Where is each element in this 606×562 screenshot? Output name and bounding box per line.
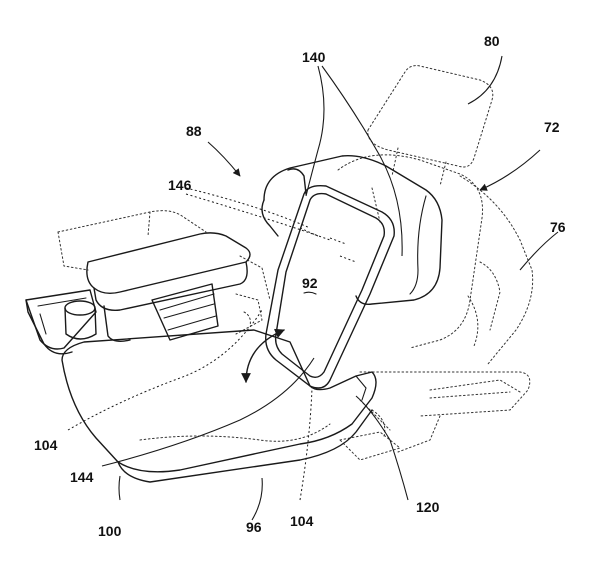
- ref-144: 144: [70, 469, 94, 485]
- reference-numerals: 80 140 72 88 146 76 92 104 144 100 96 10…: [34, 33, 566, 539]
- ref-92: 92: [302, 275, 318, 291]
- rotation-arrow: [241, 328, 285, 383]
- dashboard-dotted: [57, 210, 271, 335]
- deployable-panel: [265, 184, 395, 389]
- ref-80: 80: [484, 33, 500, 49]
- front-seatback: [261, 155, 443, 306]
- ref-100: 100: [98, 523, 122, 539]
- leader-lines: [67, 55, 559, 521]
- ref-96: 96: [246, 519, 262, 535]
- ref-72: 72: [544, 119, 560, 135]
- ref-104-bottom: 104: [290, 513, 314, 529]
- ref-146: 146: [168, 177, 192, 193]
- ref-104-left: 104: [34, 437, 58, 453]
- ref-88: 88: [186, 123, 202, 139]
- ref-arrow-88: [207, 141, 241, 177]
- center-console: [25, 232, 251, 355]
- ref-92-underline: [303, 291, 317, 295]
- seat-cushion: [61, 329, 377, 483]
- ref-arrow-72: [479, 149, 541, 191]
- rear-seat-dotted: [337, 65, 534, 461]
- ref-76: 76: [550, 219, 566, 235]
- ref-120: 120: [416, 499, 440, 515]
- ref-140: 140: [302, 49, 326, 65]
